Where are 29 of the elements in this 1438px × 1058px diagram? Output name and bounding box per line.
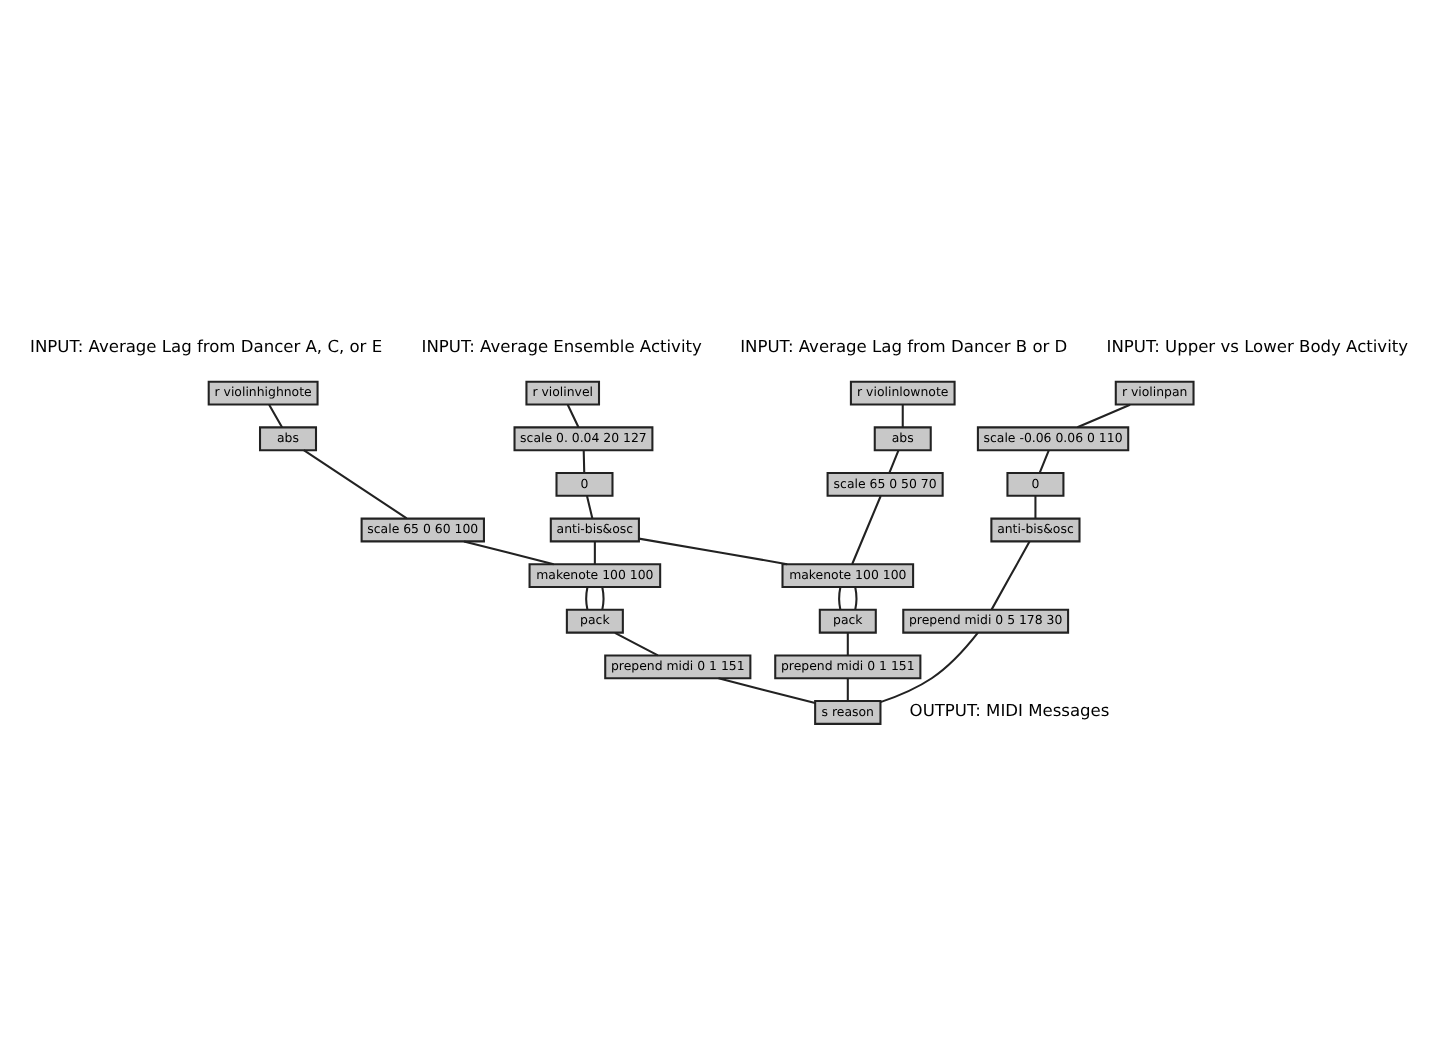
connector xyxy=(854,586,858,609)
connector xyxy=(888,448,900,473)
connector xyxy=(901,403,904,427)
connector xyxy=(593,540,596,564)
label: INPUT: Average Lag from Dancer B or D xyxy=(740,334,1068,355)
label: INPUT: Average Lag from Dancer A, C, or E xyxy=(30,334,383,355)
connector xyxy=(990,540,1031,610)
connector xyxy=(463,539,554,565)
connector xyxy=(303,448,408,519)
connector xyxy=(880,631,979,703)
connector xyxy=(601,586,605,609)
connector xyxy=(851,494,882,564)
connector xyxy=(846,631,849,655)
connector xyxy=(566,403,580,427)
connector xyxy=(846,677,849,700)
connector xyxy=(638,536,788,565)
connector xyxy=(838,586,842,609)
connector xyxy=(1034,494,1037,518)
connector xyxy=(614,630,659,656)
connector xyxy=(1077,402,1131,428)
connector xyxy=(586,494,594,518)
connector xyxy=(585,586,589,609)
label: INPUT: Average Ensemble Activity xyxy=(421,334,702,355)
label: INPUT: Upper vs Lower Body Activity xyxy=(1106,334,1409,355)
connector xyxy=(1038,448,1050,473)
label: OUTPUT: MIDI Messages xyxy=(909,699,1110,720)
connector xyxy=(582,449,586,472)
connector xyxy=(718,676,816,704)
connector xyxy=(268,403,283,427)
